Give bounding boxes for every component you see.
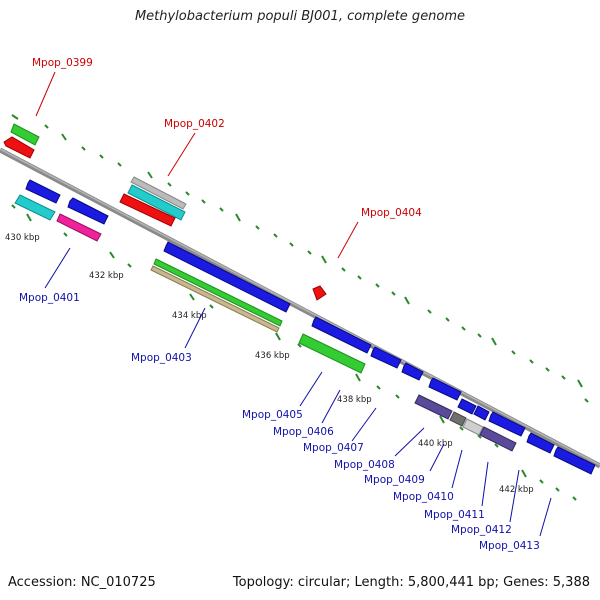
gene-feature xyxy=(414,394,453,420)
gene-feature xyxy=(428,377,462,401)
gene-feature xyxy=(401,362,424,381)
gene-feature xyxy=(130,176,187,210)
gene-feature xyxy=(14,194,56,221)
genome-backbone xyxy=(0,147,600,469)
gene-feature xyxy=(488,411,526,437)
gene-label: Mpop_0404 xyxy=(361,207,422,219)
gene-label: Mpop_0407 xyxy=(303,442,364,454)
gene-label: Mpop_0403 xyxy=(131,352,192,364)
tick-label: 438 kbp xyxy=(337,395,372,405)
gene-feature xyxy=(150,265,280,333)
gene-labels-below: Mpop_0401 Mpop_0403 Mpop_0405 Mpop_0406 … xyxy=(19,292,540,552)
gene-label: Mpop_0405 xyxy=(242,409,303,421)
gene-labels-above: Mpop_0399 Mpop_0402 Mpop_0404 xyxy=(32,57,422,219)
reverse-features xyxy=(14,179,596,475)
gene-label: Mpop_0399 xyxy=(32,57,93,69)
gene-label: Mpop_0411 xyxy=(424,509,485,521)
tick-label: 432 kbp xyxy=(89,271,124,281)
gene-label: Mpop_0406 xyxy=(273,426,334,438)
label-leaders-above xyxy=(35,71,359,259)
upper-dotted-track xyxy=(11,114,589,403)
position-ticks: 430 kbp 432 kbp 434 kbp 436 kbp 438 kbp … xyxy=(5,233,534,495)
gene-feature xyxy=(473,405,490,421)
gene-feature xyxy=(526,432,555,454)
gene-feature xyxy=(127,184,186,221)
gene-label: Mpop_0409 xyxy=(364,474,425,486)
lower-dotted-track xyxy=(11,204,577,501)
gene-feature xyxy=(462,418,484,436)
gene-feature xyxy=(449,411,467,427)
gene-feature xyxy=(56,213,102,242)
gene-label: Mpop_0412 xyxy=(451,524,512,536)
label-leaders-below xyxy=(44,247,552,537)
tick-label: 440 kbp xyxy=(418,439,453,449)
gene-feature xyxy=(25,179,61,204)
gene-feature xyxy=(119,193,176,227)
gene-feature xyxy=(298,333,366,374)
gene-feature xyxy=(3,136,35,159)
gene-feature xyxy=(311,316,372,354)
gene-label: Mpop_0413 xyxy=(479,540,540,552)
gene-feature xyxy=(10,123,40,146)
map-title: Methylobacterium populi BJ001, complete … xyxy=(134,9,466,24)
gene-feature xyxy=(312,285,327,301)
topology-text: Topology: circular; Length: 5,800,441 bp… xyxy=(232,575,590,590)
tick-label: 442 kbp xyxy=(499,485,534,495)
gene-label: Mpop_0410 xyxy=(393,491,454,503)
forward-features xyxy=(3,123,327,301)
gene-feature xyxy=(553,446,596,475)
accession-text: Accession: NC_010725 xyxy=(8,575,156,590)
tick-label: 436 kbp xyxy=(255,351,290,361)
gene-label: Mpop_0408 xyxy=(334,459,395,471)
gene-feature xyxy=(163,241,291,313)
gene-label: Mpop_0402 xyxy=(164,118,225,130)
gene-feature xyxy=(479,426,517,452)
gene-label: Mpop_0401 xyxy=(19,292,80,304)
gene-feature xyxy=(370,346,402,369)
tick-label: 434 kbp xyxy=(172,311,207,321)
tick-label: 430 kbp xyxy=(5,233,40,243)
gene-feature xyxy=(457,398,477,415)
gene-feature xyxy=(67,197,109,225)
gene-feature xyxy=(153,258,283,327)
